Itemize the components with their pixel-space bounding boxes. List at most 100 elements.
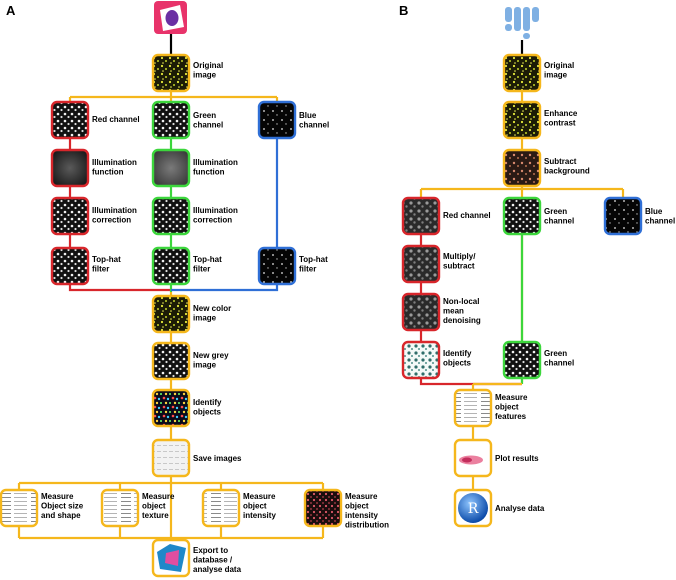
right-subtract-tile-box	[502, 148, 542, 188]
right-multiply-tile	[401, 244, 441, 284]
right-original-image-tile-box	[502, 53, 542, 93]
right-green-channel-label-line-1: channel	[544, 359, 574, 368]
left-red-illum-correction-label-line-1: correction	[92, 216, 131, 225]
left-measure-1-tile	[100, 488, 140, 528]
left-blue-tophat-label-line-0: Top-hat	[299, 255, 328, 264]
right-subtract-tile	[502, 148, 542, 188]
left-save-label-line-0: Save images	[193, 454, 242, 463]
right-analyse-tile: R	[453, 488, 493, 528]
left-measure-3-tile	[303, 488, 343, 528]
left-identify-tile	[151, 388, 191, 428]
left-red-tophat-tile	[50, 246, 90, 286]
right-nonlocal-tile-box	[401, 292, 441, 332]
left-measure-1-label-line-2: texture	[142, 511, 169, 520]
left-green-tophat-label-line-1: filter	[193, 265, 210, 274]
right-green-channel-label-line-1: channel	[544, 217, 574, 226]
left-save-tile-box	[151, 438, 191, 478]
fiji-logo-block-4	[505, 24, 512, 31]
left-green-illum-function-label-line-1: function	[193, 168, 225, 177]
left-export-label-line-2: analyse data	[193, 565, 242, 574]
left-identify-tile-box	[151, 388, 191, 428]
right-identify-label-line-1: objects	[443, 359, 472, 368]
left-measure-2-label-line-1: object	[243, 502, 267, 511]
right-red-channel-label-line-0: Red channel	[443, 211, 491, 220]
left-red-channel-tile-box	[50, 100, 90, 140]
right-identify-tile-box	[401, 340, 441, 380]
left-green-channel-tile	[151, 100, 191, 140]
left-new-color-label-line-0: New color	[193, 304, 231, 313]
right-green-channel-label-line-0: Green	[544, 349, 567, 358]
right-blue-channel-label-line-0: Blue	[645, 207, 663, 216]
left-measure-0-label-line-0: Measure	[41, 492, 74, 501]
right-original-image-label-line-0: Original	[544, 61, 574, 70]
left-red-channel-label: Red channel	[92, 115, 140, 124]
fiji-logo-block-1	[514, 7, 521, 31]
right-measure-label-line-1: object	[495, 403, 519, 412]
right-enhance-label-line-0: Enhance	[544, 109, 578, 118]
left-green-channel-label-line-0: Green	[193, 111, 216, 120]
left-green-tophat-label-line-0: Top-hat	[193, 255, 222, 264]
left-green-illum-function-tile	[151, 148, 191, 188]
left-blue-channel-label-line-0: Blue	[299, 111, 317, 120]
export-icon-highlight	[165, 550, 179, 566]
right-red-channel-tile	[401, 196, 441, 236]
plot-icon-core	[462, 457, 472, 463]
left-original-image-tile	[151, 53, 191, 93]
right-identify-tile	[401, 340, 441, 380]
right-measure-tile-box	[453, 388, 493, 428]
right-measure-label-line-0: Measure	[495, 393, 528, 402]
right-subtract-label-line-1: background	[544, 167, 590, 176]
left-measure-0-tile	[0, 488, 39, 528]
right-green-channel-tile-box	[502, 196, 542, 236]
left-blue-channel-tile-box	[257, 100, 297, 140]
fiji-logo	[505, 7, 539, 39]
left-identify-label-line-0: Identify	[193, 398, 222, 407]
fiji-logo-block-0	[505, 7, 512, 22]
left-measure-0-label-line-2: and shape	[41, 511, 81, 520]
left-blue-channel-tile	[257, 100, 297, 140]
r-logo-icon	[458, 493, 488, 523]
left-red-illum-correction-tile	[50, 196, 90, 236]
left-export-label-line-1: database /	[193, 556, 233, 565]
left-measure-2-tile	[201, 488, 241, 528]
left-new-color-tile-box	[151, 294, 191, 334]
right-subtract-label-line-0: Subtract	[544, 157, 577, 166]
left-red-channel-label-line-0: Red channel	[92, 115, 140, 124]
left-green-illum-correction-tile	[151, 196, 191, 236]
fiji-logo-block-5	[523, 33, 530, 39]
right-original-image-label-line-1: image	[544, 71, 568, 80]
left-identify-label-line-1: objects	[193, 408, 222, 417]
left-measure-1-label-line-1: object	[142, 502, 166, 511]
left-green-illum-function-label-line-0: Illumination	[193, 158, 238, 167]
right-identify-label-line-0: Identify	[443, 349, 472, 358]
right-multiply-label-line-1: subtract	[443, 262, 475, 271]
right-measure-label-line-2: features	[495, 412, 527, 421]
left-red-illum-function-label-line-0: Illumination	[92, 158, 137, 167]
left-measure-0-label-line-1: Object size	[41, 502, 84, 511]
right-enhance-label-line-1: contrast	[544, 119, 576, 128]
left-red-illum-function-tile-box	[50, 148, 90, 188]
right-plot-label-line-0: Plot results	[495, 454, 539, 463]
right-multiply-label: Multiply/subtract	[443, 252, 476, 271]
right-plot-label: Plot results	[495, 454, 539, 463]
r-logo-letter: R	[468, 501, 479, 517]
cellprofiler-logo	[154, 1, 187, 34]
left-green-channel-tile-box	[151, 100, 191, 140]
